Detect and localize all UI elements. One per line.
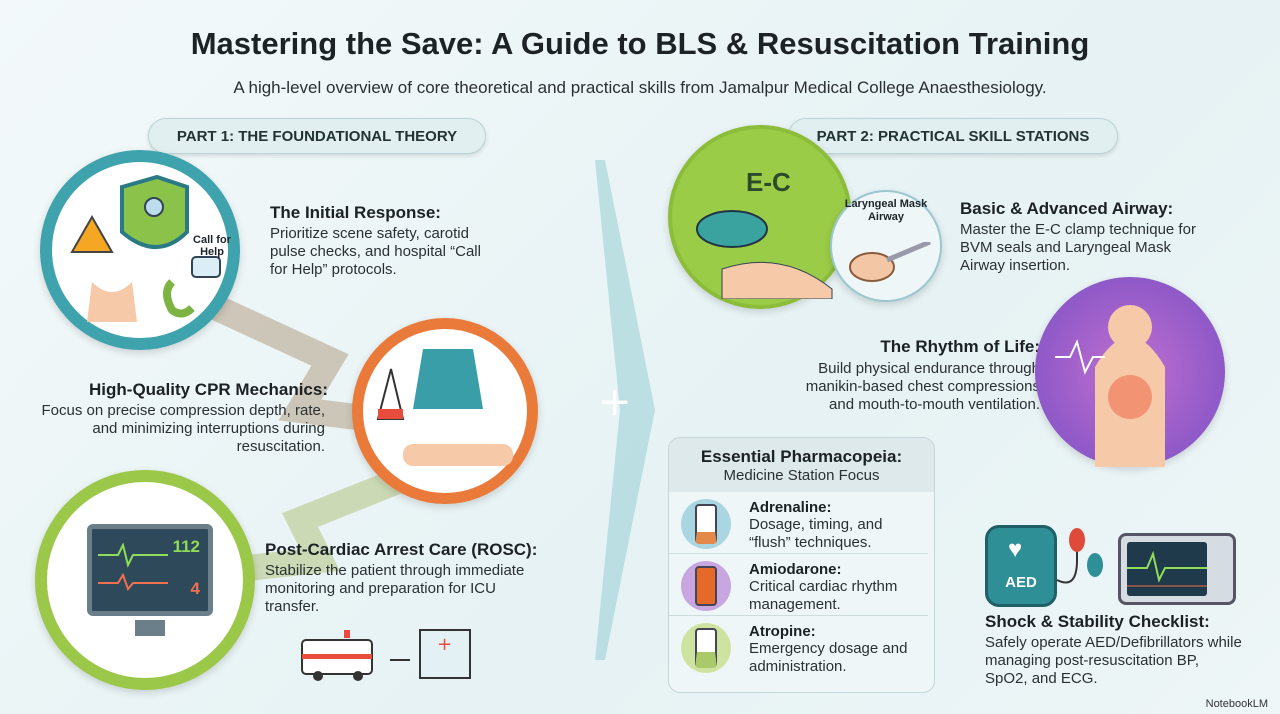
airway-heading: Basic & Advanced Airway: <box>960 199 1174 218</box>
patient-figure <box>403 444 513 466</box>
aed-label: AED <box>1005 574 1037 591</box>
phone-icon <box>163 279 195 318</box>
page-title: Mastering the Save: A Guide to BLS & Res… <box>190 26 1090 61</box>
initial-response-illustration: Call for Help <box>40 150 240 350</box>
cpr-heading: High-Quality CPR Mechanics: <box>89 380 328 399</box>
rescuer-figure <box>413 349 483 409</box>
part2-pill: PART 2: PRACTICAL SKILL STATIONS <box>788 118 1118 154</box>
defib-pads-icon <box>1056 528 1103 584</box>
heart-rate-value: 112 <box>172 537 200 556</box>
rhythm-illustration <box>1035 277 1225 467</box>
shock-text: Safely operate AED/Defibrillators while … <box>985 634 1242 687</box>
lma-illustration <box>830 190 942 302</box>
patient-monitor-icon: 112 4 <box>87 524 213 616</box>
airway-text: Master the E-C clamp technique for BVM s… <box>960 221 1196 274</box>
drug-text: Emergency dosage and administration. <box>749 640 908 675</box>
call-for-help-label: Call for Help <box>193 234 231 258</box>
chat-icon <box>191 256 221 278</box>
drug-text: Dosage, timing, and “flush” techniques. <box>749 516 883 551</box>
center-arrow-icon: + <box>595 160 655 660</box>
heart-bolt-icon: ♥ <box>1008 536 1023 563</box>
rhythm-text: Build physical endurance through manikin… <box>805 360 1040 413</box>
cpr-illustration <box>352 318 538 504</box>
drug-name: Atropine: <box>749 623 816 640</box>
cpr-text: Focus on precise compression depth, rate… <box>41 402 325 455</box>
drug-item: Adrenaline:Dosage, timing, and “flush” t… <box>669 492 928 554</box>
initial-response-heading: The Initial Response: <box>270 203 441 222</box>
flow-connectors <box>194 288 405 583</box>
part1-pill: PART 1: THE FOUNDATIONAL THEORY <box>148 118 486 154</box>
vial-icon <box>681 623 731 673</box>
pharmacopeia-heading: Essential Pharmacopeia: <box>700 447 903 466</box>
ecg-monitor-icon <box>1118 533 1236 605</box>
initial-response-text: Prioritize scene safety, carotid pulse c… <box>270 225 481 278</box>
rosc-illustration: 112 4 <box>35 470 255 690</box>
neck-pulse-icon <box>87 282 137 322</box>
ambulance-hospital-icon: + <box>301 629 471 681</box>
drug-text: Critical cardiac rhythm management. <box>749 578 898 613</box>
aed-device-icon: ♥ AED <box>985 525 1057 607</box>
secondary-value: 4 <box>190 579 200 598</box>
drug-name: Adrenaline: <box>749 499 832 516</box>
rosc-heading: Post-Cardiac Arrest Care (ROSC): <box>265 540 538 559</box>
ec-label: E-C <box>746 167 791 197</box>
page-subtitle: A high-level overview of core theoretica… <box>233 78 1047 97</box>
warning-icon <box>70 214 114 253</box>
bvm-airway-illustration: E-C <box>668 125 852 309</box>
drug-item: Amiodarone:Critical cardiac rhythm manag… <box>669 554 928 616</box>
vial-icon <box>681 499 731 549</box>
pharmacopeia-panel: Essential Pharmacopeia: Medicine Station… <box>668 437 935 693</box>
vial-icon <box>681 561 731 611</box>
drug-item: Atropine:Emergency dosage and administra… <box>669 616 928 678</box>
pharmacopeia-subheading: Medicine Station Focus <box>723 467 880 484</box>
svg-text:+: + <box>437 634 452 655</box>
notebooklm-logo: NotebookLM <box>1205 698 1268 710</box>
drug-name: Amiodarone: <box>749 561 842 578</box>
rosc-text: Stabilize the patient through immediate … <box>265 562 525 615</box>
rhythm-heading: The Rhythm of Life: <box>880 337 1040 356</box>
svg-text:+: + <box>598 379 632 425</box>
lma-label: Laryngeal Mask Airway <box>844 198 928 223</box>
shock-heading: Shock & Stability Checklist: <box>985 612 1210 631</box>
